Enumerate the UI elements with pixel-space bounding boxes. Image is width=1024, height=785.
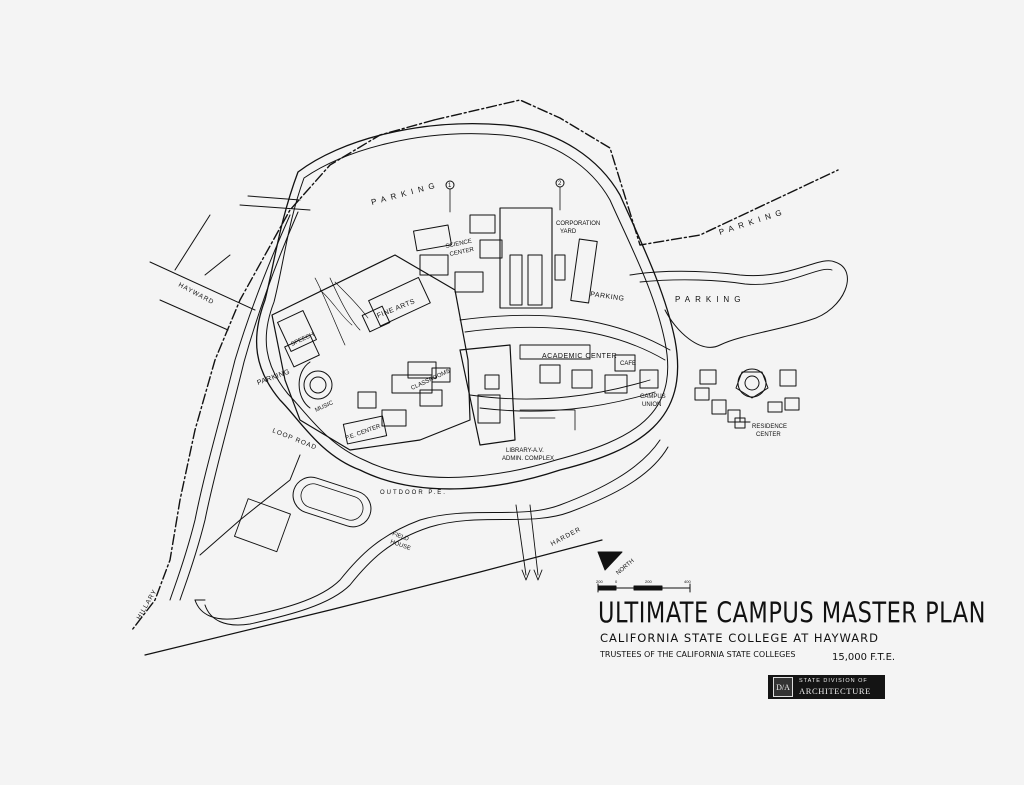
loop-road xyxy=(255,123,679,490)
cafe-label: CAFE xyxy=(620,361,636,367)
parking-label-east: PARKING xyxy=(675,295,745,304)
property-boundary xyxy=(433,99,839,246)
classrooms-label: CLASSROOMS xyxy=(410,368,451,391)
field-house-label-2: HOUSE xyxy=(389,539,411,552)
hillary-label: HILLARY xyxy=(136,588,159,621)
running-track xyxy=(292,476,372,528)
campus-union-label-2: UNION xyxy=(642,402,661,408)
agency-logo-icon: D/A xyxy=(773,677,793,697)
residence-center-label: RESIDENCE xyxy=(752,424,787,430)
agency-badge: D/A STATE DIVISION OF ARCHITECTURE xyxy=(768,675,885,699)
parking-label-center: PARKING xyxy=(590,291,625,303)
residence-center-label-2: CENTER xyxy=(756,432,781,438)
east-parking-lot-2 xyxy=(639,268,833,285)
corporation-yard-label: CORPORATION xyxy=(556,221,600,227)
north-arrow-icon xyxy=(597,551,623,571)
scale-bar xyxy=(597,583,691,593)
entry-arrows xyxy=(515,504,543,581)
marker-1-label: 1 xyxy=(448,183,452,189)
outdoor-pe-label: OUTDOOR P.E. xyxy=(380,490,447,496)
marker-2-label: 2 xyxy=(558,181,562,187)
west-road xyxy=(169,214,291,601)
south-road xyxy=(194,439,661,620)
southern-mall xyxy=(469,379,656,412)
scale-tick-3: 200 xyxy=(645,579,652,584)
science-center-label: SCIENCE xyxy=(445,239,472,250)
hayward-label: HAYWARD xyxy=(177,282,215,307)
scale-tick-4: 400 xyxy=(684,579,691,584)
academic-core xyxy=(271,207,659,451)
library-label: LIBRARY-A.V. xyxy=(506,448,544,454)
harder-road xyxy=(144,539,603,656)
west-road-2 xyxy=(179,211,299,601)
north-label: NORTH xyxy=(615,558,635,576)
music-label: MUSIC xyxy=(314,400,335,414)
scale-tick-2: 0 xyxy=(615,579,618,584)
library-label-2: ADMIN. COMPLEX xyxy=(502,456,554,462)
parking-label-north: PARKING xyxy=(370,180,440,207)
pe-center-label: P.E. CENTER xyxy=(345,423,382,441)
road-spur xyxy=(239,195,311,211)
running-track-inner xyxy=(300,483,364,521)
plan-subtitle: CALIFORNIA STATE COLLEGE AT HAYWARD xyxy=(600,631,879,645)
south-road-2 xyxy=(204,446,669,626)
harder-label: HARDER xyxy=(550,526,583,548)
fine-arts-label: FINE ARTS xyxy=(376,298,416,320)
hayward-street xyxy=(149,214,256,331)
east-parking-lot xyxy=(629,260,848,348)
corporation-yard-label-2: YARD xyxy=(560,229,577,235)
field-lot xyxy=(234,498,291,553)
plan-enrollment: 15,000 F.T.E. xyxy=(832,652,896,663)
science-center-label-2: CENTER xyxy=(449,247,475,258)
scale-tick-1: 200 xyxy=(596,579,603,584)
residence-center-buildings xyxy=(694,368,800,429)
loop-road-label: LOOP ROAD xyxy=(271,427,318,451)
plan-trustees: TRUSTEES OF THE CALIFORNIA STATE COLLEGE… xyxy=(600,650,796,659)
agency-line-1: STATE DIVISION OF xyxy=(799,678,868,684)
plan-title: ULTIMATE CAMPUS MASTER PLAN xyxy=(598,596,986,630)
service-road xyxy=(194,454,301,601)
main-mall xyxy=(459,314,671,361)
agency-name: STATE DIVISION OF ARCHITECTURE xyxy=(799,678,871,696)
campus-union-label: CAMPUS xyxy=(640,394,666,400)
academic-center-label: ACADEMIC CENTER xyxy=(542,353,617,360)
loop-road-inner xyxy=(265,133,669,478)
field-house-label: FIELD xyxy=(391,531,410,543)
agency-line-2: ARCHITECTURE xyxy=(799,685,871,696)
